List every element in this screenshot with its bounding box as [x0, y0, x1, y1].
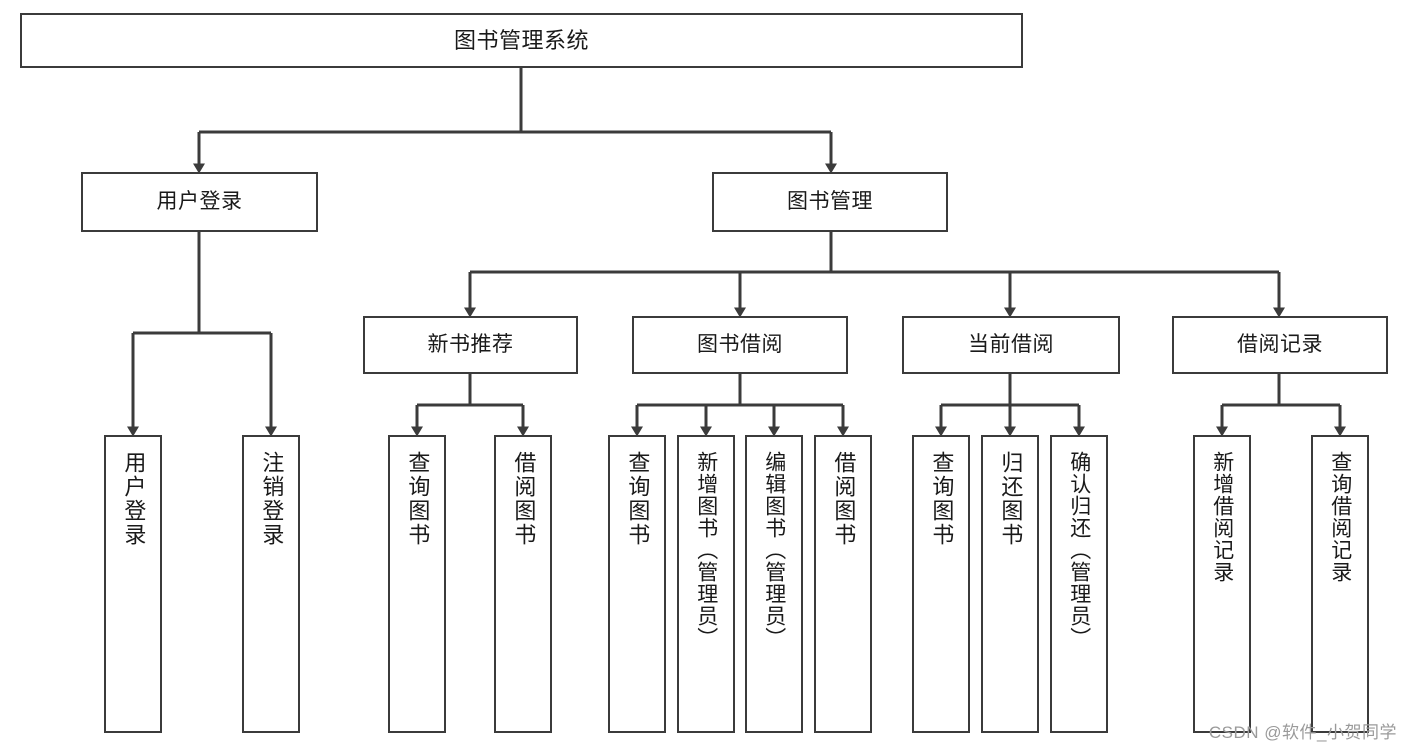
leaf-query-book-current[interactable]: 查询图书	[912, 435, 970, 733]
leaf-borrow-book-recommend[interactable]: 借阅图书	[494, 435, 552, 733]
node-book-management[interactable]: 图书管理	[712, 172, 948, 232]
leaf-add-borrow-record[interactable]: 新增借阅记录	[1193, 435, 1251, 733]
leaf-logout[interactable]: 注销登录	[242, 435, 300, 733]
node-label: 用户登录	[156, 189, 243, 213]
node-label: 新增图书（管理员）	[694, 451, 718, 649]
node-label: 借阅图书	[511, 451, 537, 547]
node-user-login[interactable]: 用户登录	[81, 172, 318, 232]
node-root-system[interactable]: 图书管理系统	[20, 13, 1023, 68]
node-label: 图书管理系统	[453, 27, 589, 53]
node-label: 新书推荐	[427, 332, 514, 356]
node-label: 借阅图书	[831, 451, 857, 547]
node-label: 用户登录	[121, 451, 147, 547]
node-label: 新增借阅记录	[1210, 451, 1234, 583]
node-label: 归还图书	[998, 451, 1024, 547]
node-current-borrow[interactable]: 当前借阅	[902, 316, 1120, 374]
node-new-book-recommend[interactable]: 新书推荐	[363, 316, 578, 374]
leaf-return-book[interactable]: 归还图书	[981, 435, 1039, 733]
watermark-text: CSDN @软件_小贺同学	[1208, 723, 1397, 742]
node-label: 查询图书	[625, 451, 651, 547]
leaf-query-book-borrow[interactable]: 查询图书	[608, 435, 666, 733]
node-label: 图书借阅	[697, 332, 783, 356]
node-label: 注销登录	[259, 451, 285, 547]
node-label: 图书管理	[787, 189, 873, 213]
leaf-user-login[interactable]: 用户登录	[104, 435, 162, 733]
node-book-borrow[interactable]: 图书借阅	[632, 316, 848, 374]
node-label: 确认归还（管理员）	[1067, 451, 1091, 649]
node-label: 查询图书	[929, 451, 955, 547]
leaf-edit-book-admin[interactable]: 编辑图书（管理员）	[745, 435, 803, 733]
leaf-confirm-return-admin[interactable]: 确认归还（管理员）	[1050, 435, 1108, 733]
node-label: 借阅记录	[1237, 332, 1323, 356]
leaf-query-book-recommend[interactable]: 查询图书	[388, 435, 446, 733]
leaf-query-borrow-record[interactable]: 查询借阅记录	[1311, 435, 1369, 733]
node-label: 编辑图书（管理员）	[762, 451, 786, 649]
node-label: 查询图书	[405, 451, 431, 547]
node-label: 查询借阅记录	[1328, 451, 1352, 583]
node-label: 当前借阅	[968, 332, 1054, 356]
node-borrow-record[interactable]: 借阅记录	[1172, 316, 1388, 374]
leaf-add-book-admin[interactable]: 新增图书（管理员）	[677, 435, 735, 733]
leaf-borrow-book[interactable]: 借阅图书	[814, 435, 872, 733]
